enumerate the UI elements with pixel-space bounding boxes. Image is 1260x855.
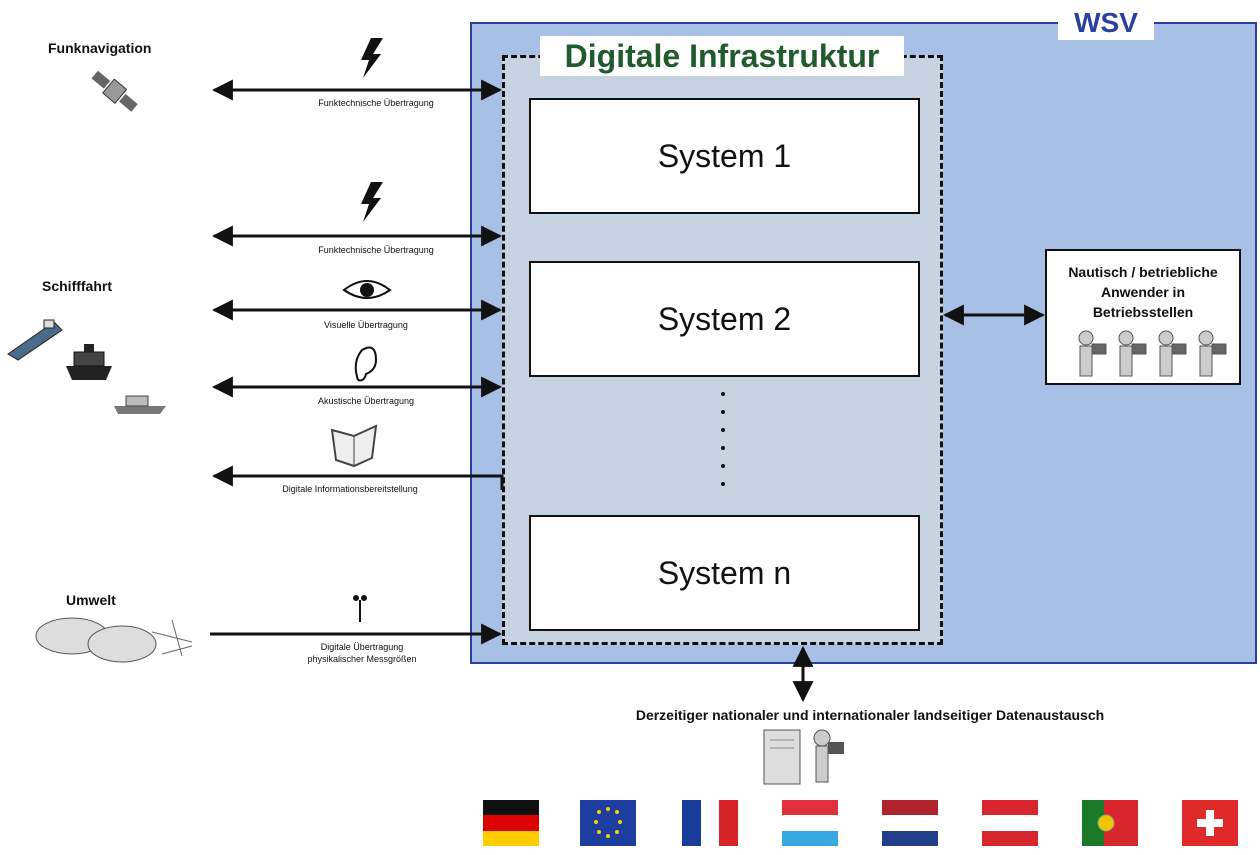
- system-2-label: System 2: [657, 300, 792, 337]
- users-label: Nautisch / betriebliche Anwender in Betr…: [1049, 262, 1237, 322]
- caption-umwelt-line2: physikalischer Messgrößen: [307, 654, 417, 664]
- netherlands-flag: [882, 800, 938, 846]
- ear-icon: [354, 346, 378, 382]
- system-1-box: System 1: [529, 98, 920, 214]
- eu-flag: [580, 800, 636, 846]
- caption-umwelt-line1: Digitale Übertragung: [320, 642, 404, 652]
- france-flag: [682, 800, 738, 846]
- system-2-box: System 2: [529, 261, 920, 377]
- schifffahrt-title: Schifffahrt: [42, 278, 112, 294]
- system-n-box: System n: [529, 515, 920, 631]
- funknavigation-title: Funknavigation: [48, 40, 152, 56]
- clouds-icon: [35, 617, 193, 663]
- austria-flag: [982, 800, 1038, 846]
- ellipsis-dots: [720, 392, 726, 504]
- system-1-label: System 1: [657, 137, 792, 174]
- lightning-icon: [361, 38, 383, 78]
- small-ship-icon: [114, 395, 166, 414]
- users-figures-icon: [1078, 330, 1227, 377]
- caption-digitale-info: Digitale Informationsbereitstellung: [282, 484, 418, 494]
- server-user-icon: [763, 729, 844, 785]
- digital-infrastructure-label: Digitale Infrastruktur: [540, 36, 904, 76]
- users-label-line1: Nautisch / betriebliche: [1068, 264, 1218, 280]
- lightning-icon: [361, 182, 383, 222]
- users-label-line3: Betriebsstellen: [1092, 304, 1194, 320]
- arrow-digitale-info: [211, 465, 504, 490]
- portugal-flag: [1082, 800, 1138, 846]
- caption-funktechnisch-2: Funktechnische Übertragung: [318, 245, 434, 255]
- satellite-icon: [91, 70, 138, 112]
- exchange-label: Derzeitiger nationaler und international…: [635, 707, 1105, 723]
- umwelt-title: Umwelt: [66, 592, 116, 608]
- switzerland-flag: [1182, 800, 1238, 846]
- ferry-ship-icon: [66, 344, 112, 380]
- weather-sensor-icon: [353, 595, 367, 622]
- book-icon: [330, 424, 378, 468]
- caption-funktechnisch-1: Funktechnische Übertragung: [318, 98, 434, 108]
- system-n-label: System n: [657, 554, 792, 591]
- tanker-ship-icon: [7, 319, 63, 361]
- eye-icon: [342, 280, 392, 299]
- users-label-line2: Anwender in: [1100, 284, 1185, 300]
- wsv-label: WSV: [1058, 6, 1154, 40]
- caption-akustisch: Akustische Übertragung: [317, 396, 415, 406]
- luxembourg-flag: [782, 800, 838, 846]
- germany-flag: [483, 800, 539, 846]
- caption-visuell: Visuelle Übertragung: [324, 320, 408, 330]
